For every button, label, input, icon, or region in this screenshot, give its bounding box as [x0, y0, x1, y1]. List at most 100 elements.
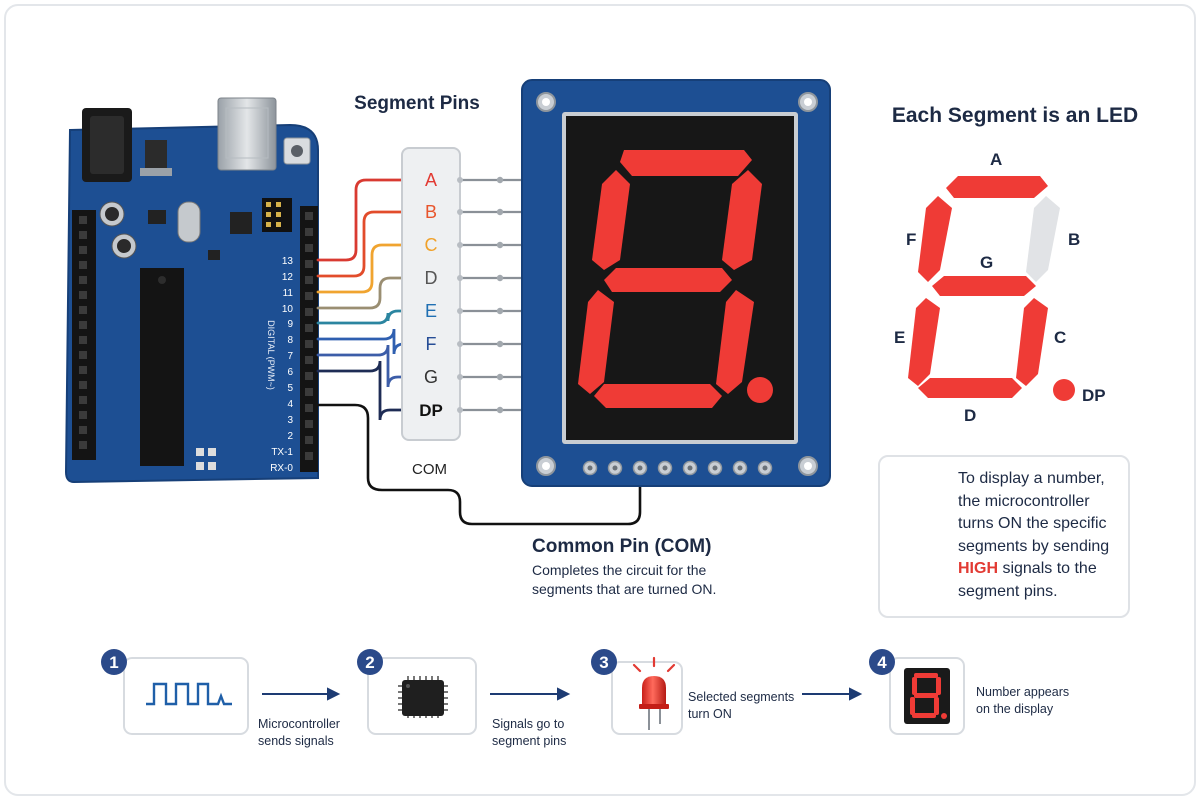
board-pin-number: 10 — [282, 304, 294, 315]
board-pin-number: 6 — [287, 367, 293, 378]
diagram-segment — [932, 276, 1036, 296]
segment-wire — [316, 178, 406, 262]
step-badge-number: 1 — [109, 653, 118, 672]
board-pin-number: 12 — [282, 272, 294, 283]
pin-lead-joint — [496, 208, 504, 216]
module-pin-hole — [662, 465, 668, 471]
header-hole — [305, 372, 313, 380]
diagram-segment — [918, 196, 952, 282]
module-pin-hole — [587, 465, 593, 471]
module-digit — [578, 150, 773, 408]
pin-lead-joint — [457, 341, 463, 347]
usb-port — [217, 97, 277, 171]
info-box — [878, 455, 1130, 618]
diagram-label-g: G — [980, 253, 994, 272]
pin-lead-joint — [496, 307, 504, 315]
module-segment — [578, 290, 614, 394]
board-header-label: DIGITAL (PWM~) — [266, 320, 276, 390]
segment-wire — [316, 243, 406, 294]
diagram-label-d: D — [964, 406, 977, 425]
header-hole — [79, 411, 87, 419]
com-wire — [318, 403, 642, 526]
square-wave-icon — [146, 682, 232, 706]
segment-pin-label: DP — [419, 401, 443, 420]
header-hole — [79, 396, 87, 404]
board-pin-number: 5 — [287, 383, 293, 394]
step-badge-number: 4 — [877, 653, 887, 672]
diagram-label-e: E — [894, 328, 906, 347]
info-text: To display a number, the microcontroller… — [958, 470, 1110, 600]
step-badge-number: 3 — [599, 653, 608, 672]
diagram-decimal-point — [1053, 379, 1075, 401]
diagram-segment — [1016, 298, 1048, 386]
segment-pin-label: G — [424, 367, 438, 387]
step-badge — [101, 649, 127, 675]
module-bottom-pins — [582, 460, 773, 476]
segment-wire — [316, 210, 406, 278]
segment-wire — [316, 309, 406, 325]
header-hole — [79, 321, 87, 329]
pin-lead-joint — [496, 340, 504, 348]
diagram-segment — [946, 176, 1048, 198]
high-highlight: HIGH — [958, 560, 998, 577]
pin-lead-joint — [457, 209, 463, 215]
header-hole — [305, 228, 313, 236]
segment-pin-label: E — [425, 301, 437, 321]
header-hole — [79, 336, 87, 344]
module-segment — [594, 384, 722, 408]
pin-lead-joint — [457, 308, 463, 314]
header-hole — [305, 292, 313, 300]
board-pin-number: 4 — [287, 399, 293, 410]
segment-pin-label: A — [425, 170, 437, 190]
segments-title: Each Segment is an LED — [891, 104, 1139, 127]
header-hole — [79, 381, 87, 389]
header-hole — [305, 260, 313, 268]
header-hole — [79, 426, 87, 434]
header-hole — [79, 216, 87, 224]
header-hole — [305, 324, 313, 332]
pin-lead-joint — [457, 374, 463, 380]
header-hole — [79, 366, 87, 374]
step-2-caption: Signals go to segment pins — [492, 717, 567, 748]
common-pin-title: Common Pin (COM) — [532, 536, 712, 557]
segment-pins-title: Segment Pins — [354, 93, 480, 114]
board-pin-number: 13 — [282, 256, 294, 267]
led-icon — [632, 656, 676, 730]
step-1-caption: Microcontroller sends signals — [258, 717, 340, 748]
board-pin-number: 9 — [287, 319, 293, 330]
step-4-caption: Number appears on the display — [976, 685, 1070, 716]
diagram-segment — [918, 378, 1022, 398]
pin-lead-joint — [457, 242, 463, 248]
diagram-label-dp: DP — [1082, 386, 1106, 405]
pin-lead-joint — [496, 373, 504, 381]
module-segment — [722, 170, 762, 270]
board-pin-number: 7 — [287, 351, 293, 362]
diagram-segment — [908, 298, 940, 386]
digital-pin-header — [300, 206, 318, 472]
header-hole — [79, 231, 87, 239]
segment-wire — [316, 344, 406, 388]
step-badge — [357, 649, 383, 675]
seven-segment-module — [521, 79, 831, 487]
board-pin-number: TX-1 — [271, 447, 293, 458]
segment-pin-label: B — [425, 202, 437, 222]
pin-lead-joint — [457, 407, 463, 413]
segment-pin-label: F — [426, 334, 437, 354]
segment-wire — [316, 328, 406, 355]
pin-lead-joint — [457, 177, 463, 183]
header-hole — [305, 452, 313, 460]
pin-lead-joint — [496, 406, 504, 414]
diagram-label-b: B — [1068, 230, 1081, 249]
diagram-label-f: F — [906, 230, 917, 249]
segment-diagram — [908, 176, 1075, 401]
board-pin-number: 8 — [287, 335, 293, 346]
seven-segment-icon — [904, 668, 950, 724]
diagram-label-c: C — [1054, 328, 1067, 347]
header-hole — [79, 291, 87, 299]
header-hole — [305, 212, 313, 220]
header-hole — [305, 308, 313, 316]
